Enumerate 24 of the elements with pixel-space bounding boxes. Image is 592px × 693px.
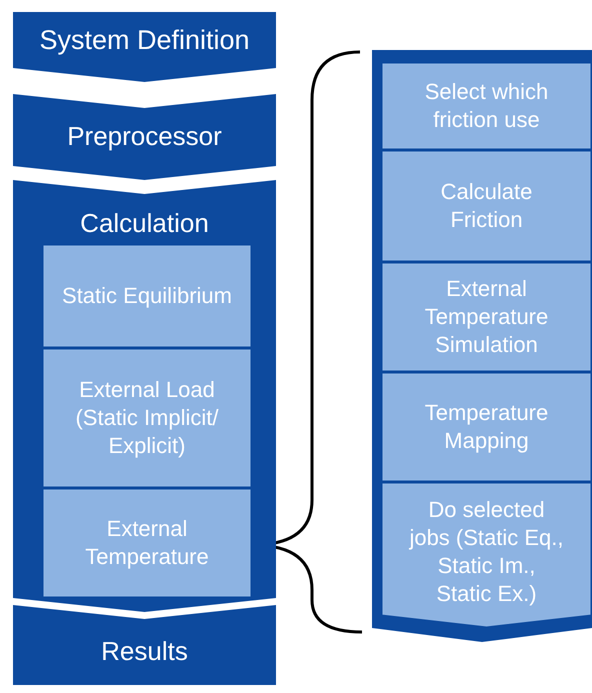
step-label: External Load (Static Implicit/ Explicit) <box>74 376 220 460</box>
step-label: Static Equilibrium <box>61 282 233 310</box>
process-chevron <box>13 12 276 82</box>
sub-step-panel <box>42 348 252 488</box>
step-label: Calculate Friction <box>440 178 534 234</box>
sub-step-panel <box>42 244 252 348</box>
step-label: Results <box>100 635 189 668</box>
sub-step-panel <box>42 488 252 598</box>
step-label: External Temperature <box>84 514 210 571</box>
process-chevron <box>13 94 276 180</box>
process-chevron <box>13 605 276 685</box>
step-label: Preprocessor <box>66 120 223 154</box>
step-label: System Definition <box>38 24 251 57</box>
sub-step-panel <box>381 262 592 372</box>
step-label: Select which friction use <box>424 78 550 134</box>
panel-background <box>372 50 592 642</box>
step-label: Calculation <box>79 207 210 240</box>
sub-step-panel <box>381 372 592 482</box>
step-label: External Temperature Simulation <box>424 274 550 360</box>
sub-step-panel <box>381 150 592 262</box>
sub-step-panel <box>381 62 592 150</box>
sub-step-panel <box>381 482 592 628</box>
step-label: Do selected jobs (Static Eq., Static Im., Static Ex.) <box>408 496 565 608</box>
step-label: Temperature Mapping <box>424 398 550 455</box>
